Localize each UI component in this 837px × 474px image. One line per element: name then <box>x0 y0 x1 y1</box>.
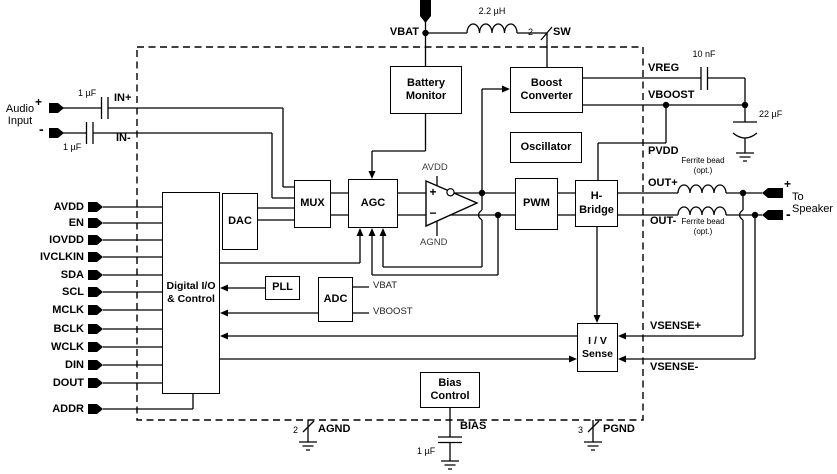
pin-label-out-pos: OUT+ <box>648 177 678 189</box>
block-digital-io-control: Digital I/O & Control <box>162 192 220 394</box>
to-speaker-label: To Speaker <box>792 191 833 215</box>
cap-vboost-value: 22 µF <box>759 109 783 119</box>
block-h-bridge: H- Bridge <box>575 180 618 227</box>
adc-vboost-label: VBOOST <box>373 306 413 317</box>
pin-label-pgnd: PGND <box>603 423 635 435</box>
pgnd-bus-count: 3 <box>578 425 584 435</box>
pin-label-sw: SW <box>553 26 571 38</box>
block-boost-converter: Boost Converter <box>510 67 583 113</box>
pin-label-agnd: AGND <box>318 423 351 435</box>
pin-symbols <box>49 0 783 414</box>
adc-vbat-label: VBAT <box>373 280 398 291</box>
block-pwm: PWM <box>515 178 558 230</box>
pin-label-en: EN <box>68 217 84 229</box>
ferrite-bead-neg-opt: (opt.) <box>693 227 713 236</box>
pin-label-vreg: VREG <box>648 62 680 74</box>
ferrite-bead-pos-symbol <box>677 184 727 194</box>
block-bias-control: Bias Control <box>420 372 480 408</box>
inductor-symbol <box>466 23 518 34</box>
amp-minus-input: − <box>429 206 437 220</box>
pin-label-wclk: WCLK <box>51 341 84 353</box>
block-battery-monitor: Battery Monitor <box>390 66 462 114</box>
cap-in-neg-symbol <box>85 122 94 144</box>
pin-label-in-pos: IN+ <box>114 92 132 104</box>
audio-minus-sign: - <box>39 121 44 137</box>
arrowheads <box>220 85 626 363</box>
block-dac: DAC <box>222 193 258 250</box>
pin-label-scl: SCL <box>62 286 84 298</box>
amp-agnd-label: AGND <box>420 237 448 248</box>
amp-avdd-label: AVDD <box>422 162 448 173</box>
pin-label-addr: ADDR <box>52 403 84 415</box>
audio-input-label: Audio Input <box>5 103 35 127</box>
cap-in-pos-symbol <box>100 97 109 119</box>
pin-label-sda: SDA <box>60 269 84 281</box>
pin-label-in-neg: IN- <box>116 132 131 144</box>
pin-label-mclk: MCLK <box>52 304 84 316</box>
cap-vreg-value: 10 nF <box>692 49 716 59</box>
pin-label-out-neg: OUT- <box>650 215 677 227</box>
audio-neg-pin-icon <box>49 128 64 138</box>
pin-label-dout: DOUT <box>52 377 84 389</box>
sw-bus-count: 2 <box>528 27 534 37</box>
speaker-pos-pin-icon <box>762 188 783 198</box>
speaker-plus-sign: + <box>784 177 792 191</box>
pin-label-ivclkin: IVCLKIN <box>40 251 84 263</box>
ground-22uf <box>736 152 754 162</box>
cap-bias-symbol <box>438 436 462 444</box>
chip-boundary <box>136 46 644 421</box>
cap-in-neg-value: 1 µF <box>63 142 82 152</box>
pin-label-avdd: AVDD <box>53 201 84 213</box>
amp-inversion-circle <box>446 188 455 197</box>
pin-label-vboost: VBOOST <box>648 89 695 101</box>
cap-bias-value: 1 µF <box>417 446 436 456</box>
pgnd-bus-slash <box>587 420 600 433</box>
amplifier-symbol <box>425 179 479 228</box>
pin-label-vsense-pos: VSENSE+ <box>650 320 702 332</box>
sw-bus-slash <box>540 26 553 41</box>
ferrite-bead-pos-opt: (opt.) <box>693 166 713 175</box>
pin-label-vbat: VBAT <box>389 26 419 38</box>
ground-pgnd <box>584 441 602 451</box>
pin-label-din: DIN <box>65 359 84 371</box>
ferrite-bead-pos-label: Ferrite bead <box>681 156 725 165</box>
vbat-pin-icon <box>420 0 431 23</box>
pin-label-iovdd: IOVDD <box>49 234 84 246</box>
agnd-bus-slash <box>302 420 315 433</box>
block-agc: AGC <box>348 179 398 228</box>
ferrite-bead-neg-symbol <box>677 206 727 216</box>
speaker-neg-pin-icon <box>762 210 783 220</box>
block-mux: MUX <box>294 180 331 228</box>
junction-dots <box>422 29 759 219</box>
cap-vreg-symbol <box>700 67 709 90</box>
ground-bias <box>441 460 459 470</box>
ground-agnd <box>299 441 317 451</box>
pin-label-bclk: BCLK <box>53 323 84 335</box>
pin-label-vsense-neg: VSENSE- <box>650 361 699 373</box>
block-oscillator: Oscillator <box>510 132 582 163</box>
block-iv-sense: I / V Sense <box>577 323 618 372</box>
amp-plus-input: + <box>429 185 437 199</box>
audio-pos-pin-icon <box>49 103 64 113</box>
block-adc: ADC <box>318 277 353 322</box>
cap-in-pos-value: 1 µF <box>78 88 97 98</box>
cap-vboost-symbol <box>732 121 758 139</box>
pin-label-bias: BIAS <box>460 420 487 432</box>
speaker-minus-sign: - <box>786 206 791 222</box>
agnd-bus-count: 2 <box>293 425 299 435</box>
block-pll: PLL <box>265 276 300 300</box>
pin-label-pvdd: PVDD <box>648 145 679 157</box>
inductor-value: 2.2 µH <box>478 6 506 16</box>
audio-plus-sign: + <box>35 95 43 109</box>
ferrite-bead-neg-label: Ferrite bead <box>681 217 725 226</box>
